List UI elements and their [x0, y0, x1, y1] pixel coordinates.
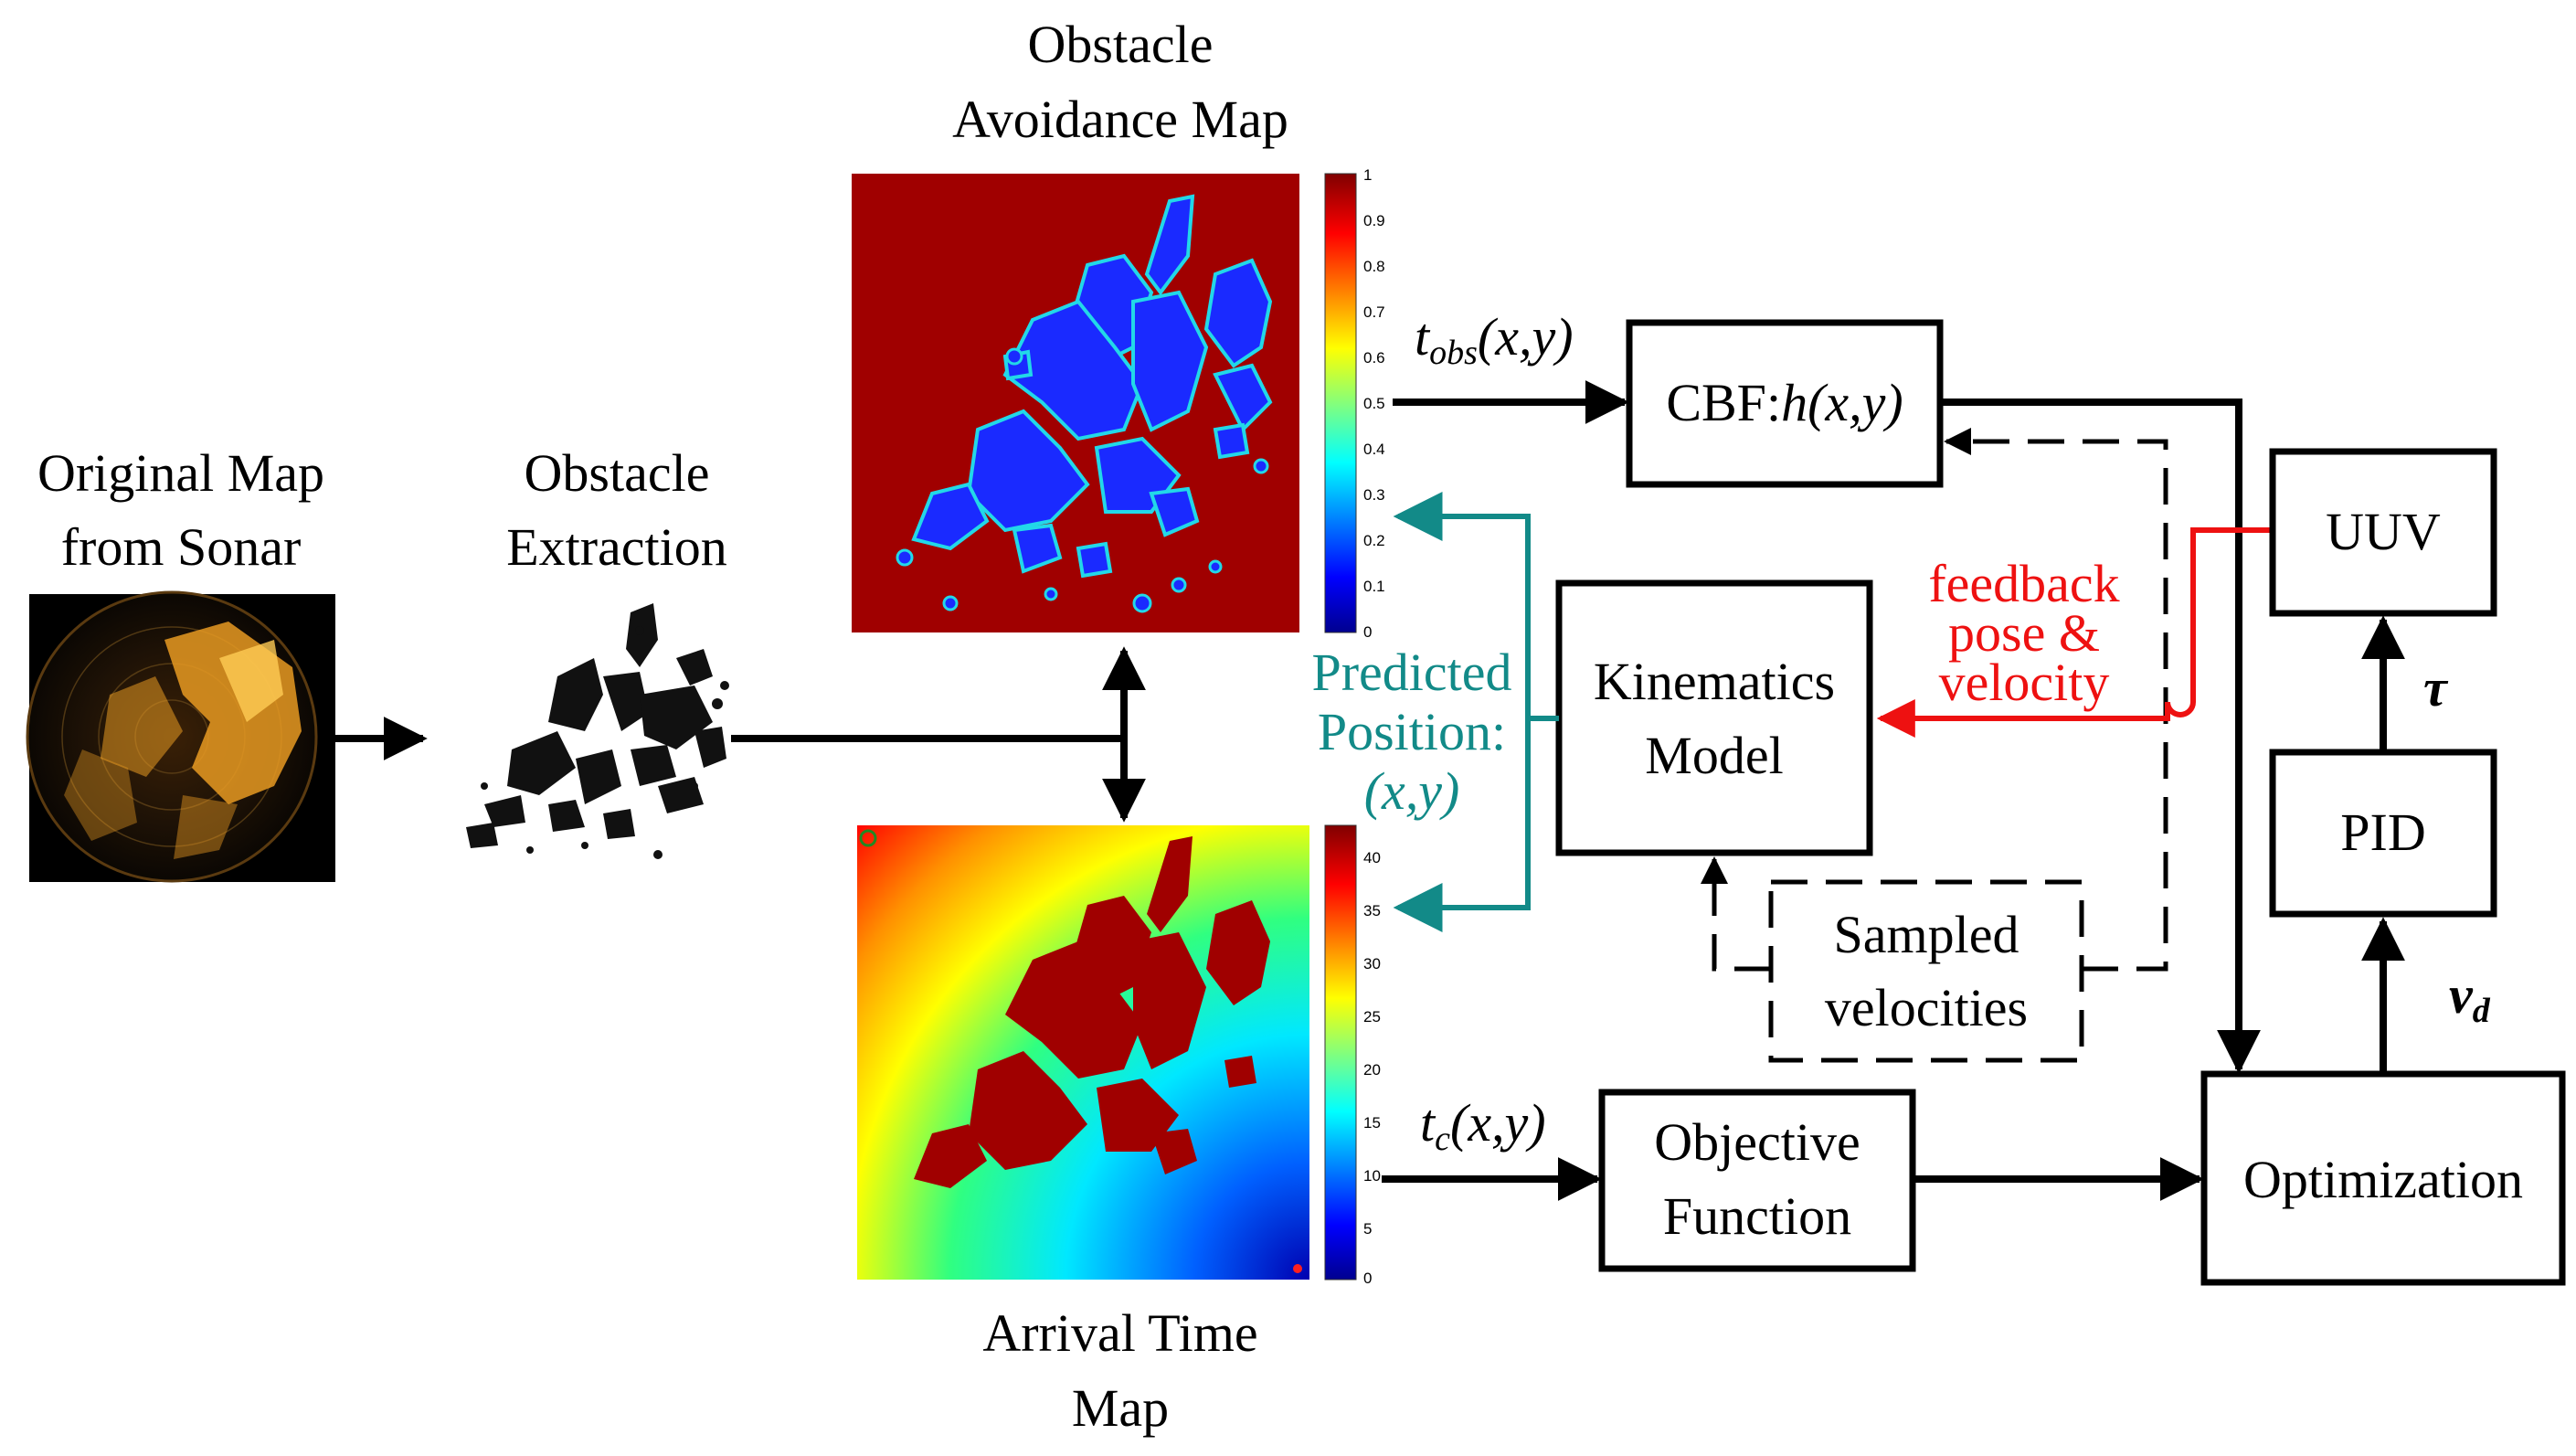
t-obs-sub: obs — [1429, 334, 1478, 372]
t-c-sub: c — [1435, 1120, 1450, 1158]
feedback-arrow — [1876, 527, 2273, 738]
kinematics-model-block — [1555, 579, 1873, 856]
obstacle-extraction-title-line2: Extraction — [506, 517, 727, 577]
colorbar-tick: 0.1 — [1363, 578, 1385, 595]
colorbar-tick: 20 — [1363, 1061, 1381, 1079]
colorbar-tick: 25 — [1363, 1008, 1381, 1026]
tau-label: τ — [2423, 658, 2449, 717]
t-obs-base: t — [1415, 307, 1431, 367]
v-d-label: vd — [2449, 965, 2491, 1030]
colorbar-tick: 0 — [1363, 623, 1372, 641]
objective-label-line1: Objective — [1654, 1112, 1860, 1172]
colorbar-tick: 0.3 — [1363, 486, 1385, 504]
feedback-label-line2: pose & — [1948, 603, 2100, 663]
predicted-position-label-line3: (x,y) — [1364, 761, 1460, 821]
pid-label: PID — [2340, 802, 2425, 862]
t-obs-label: tobs(x,y) — [1415, 307, 1574, 372]
obstacle-mask-image — [466, 603, 729, 859]
sampled-label-line1: Sampled — [1834, 905, 2019, 964]
obstacle-colorbar — [1324, 173, 1357, 633]
predicted-position-arrow-bottom — [1393, 718, 1531, 932]
predicted-position-arrow-top — [1393, 492, 1559, 721]
cbf-args: (x,y) — [1807, 373, 1903, 432]
sampled-label-line2: velocities — [1825, 978, 2028, 1037]
arrival-colorbar-ticks: 40 35 30 25 20 15 10 5 0 — [1363, 849, 1381, 1287]
cbf-block-label: CBF:h(x,y) — [1666, 373, 1903, 432]
colorbar-tick: 0.4 — [1363, 441, 1385, 458]
colorbar-tick: 5 — [1363, 1220, 1372, 1238]
feedback-label-line1: feedback — [1928, 554, 2119, 613]
colorbar-tick: 0 — [1363, 1270, 1372, 1287]
colorbar-tick: 1 — [1363, 166, 1372, 184]
pid-block — [2269, 749, 2497, 918]
t-c-args: (x,y) — [1450, 1093, 1546, 1153]
t-obs-args: (x,y) — [1478, 307, 1574, 367]
colorbar-tick: 15 — [1363, 1114, 1381, 1132]
colorbar-tick: 0.5 — [1363, 395, 1385, 412]
predicted-position-label-line1: Predicted — [1311, 643, 1511, 702]
obstacle-map-title-line1: Obstacle — [1028, 15, 1214, 74]
obstacle-avoidance-heatmap — [852, 174, 1299, 632]
cbf-to-optimization-arrow — [1940, 399, 2261, 1074]
colorbar-tick: 0.9 — [1363, 212, 1385, 229]
obstacle-colorbar-ticks: 1 0.9 0.8 0.7 0.6 0.5 0.4 0.3 0.2 0.1 0 — [1363, 166, 1385, 641]
colorbar-tick: 40 — [1363, 849, 1381, 866]
cbf-block — [1626, 319, 1944, 488]
original-map-title-line1: Original Map — [37, 443, 324, 503]
optimization-block — [2200, 1070, 2566, 1286]
objective-label-line2: Function — [1663, 1186, 1851, 1246]
colorbar-tick: 0.7 — [1363, 303, 1385, 321]
arrival-map-title-line2: Map — [1072, 1378, 1169, 1438]
v-d-base: v — [2449, 965, 2474, 1025]
arrival-colorbar — [1324, 824, 1357, 1281]
original-map-title-line2: from Sonar — [61, 517, 302, 577]
cbf-prefix: CBF: — [1666, 373, 1781, 432]
arrival-map-title-line1: Arrival Time — [982, 1303, 1257, 1363]
colorbar-tick: 10 — [1363, 1167, 1381, 1185]
predicted-position-label-line2: Position: — [1318, 702, 1506, 761]
t-c-label: tc(x,y) — [1420, 1093, 1546, 1158]
colorbar-tick: 35 — [1363, 902, 1381, 919]
kinematics-label-line2: Model — [1645, 726, 1783, 785]
sampled-to-kinematics-arrow — [1701, 856, 1771, 972]
colorbar-tick: 0.6 — [1363, 349, 1385, 367]
optimization-label: Optimization — [2243, 1150, 2523, 1209]
t-c-base: t — [1420, 1093, 1436, 1153]
objective-function-block — [1598, 1089, 1916, 1272]
arrival-time-heatmap — [857, 825, 1309, 1280]
uuv-block — [2269, 448, 2497, 617]
colorbar-tick: 30 — [1363, 955, 1381, 972]
uuv-label: UUV — [2326, 502, 2441, 561]
feedback-label-line3: velocity — [1939, 653, 2110, 712]
obstacle-extraction-title-line1: Obstacle — [525, 443, 710, 503]
sonar-image — [26, 590, 335, 883]
cbf-func: h — [1781, 373, 1807, 432]
kinematics-label-line1: Kinematics — [1594, 652, 1835, 711]
v-d-sub: d — [2473, 992, 2491, 1030]
colorbar-tick: 0.2 — [1363, 532, 1385, 549]
obstacle-map-title-line2: Avoidance Map — [952, 90, 1288, 149]
colorbar-tick: 0.8 — [1363, 258, 1385, 275]
